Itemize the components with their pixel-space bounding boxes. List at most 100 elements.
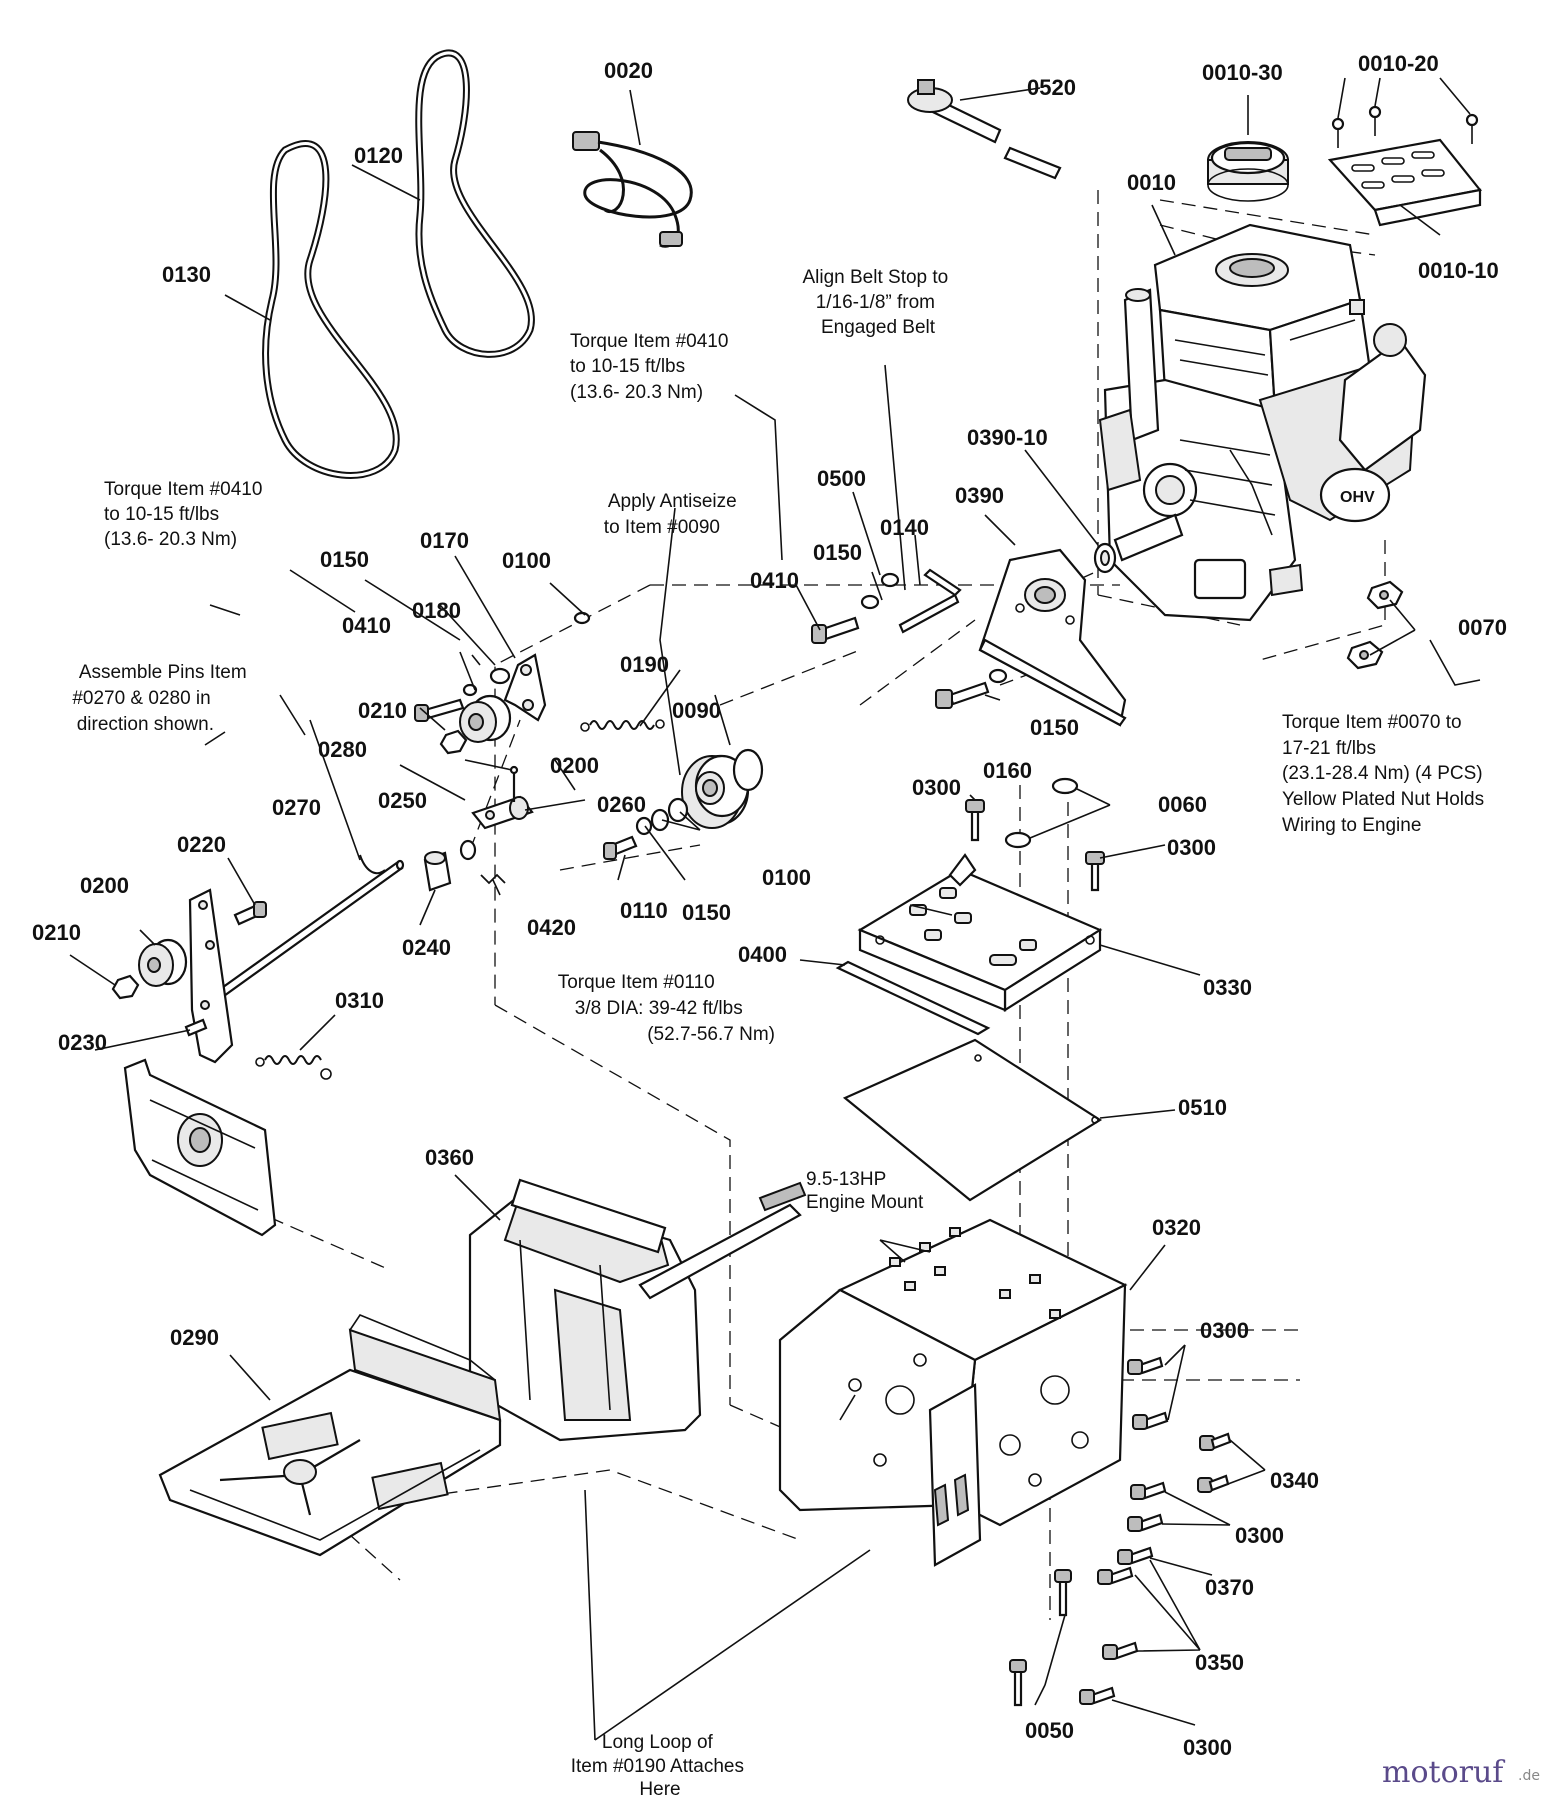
washers-0100-0150 <box>603 797 689 860</box>
belt-0130 <box>262 140 400 479</box>
assembly-lines <box>229 190 1386 1620</box>
part-label-0130: 0130 <box>162 262 211 287</box>
idler-bracket-0170 <box>503 611 591 722</box>
shaft-0270 <box>203 854 405 1008</box>
part-label-0150-left: 0150 <box>320 547 369 572</box>
note-torque-0110: Torque Item #0110 3/8 DIA: 39-42 ft/lbs … <box>558 972 775 1045</box>
part-label-0010-30: 0010-30 <box>1202 60 1283 85</box>
note-torque-0410-left: Torque Item #0410 to 10-15 ft/lbs (13.6-… <box>104 479 268 550</box>
part-label-0390-10: 0390-10 <box>967 425 1048 450</box>
part-label-0100-lower: 0100 <box>762 865 811 890</box>
part-label-0230: 0230 <box>58 1030 107 1055</box>
belt-stop-0140 <box>811 568 962 644</box>
drive-pulley-0090 <box>681 748 764 829</box>
part-label-0520: 0520 <box>1027 75 1076 100</box>
note-antiseize: Apply Antiseize to Item #0090 <box>604 491 742 538</box>
part-label-0100-upper: 0100 <box>502 548 551 573</box>
spring-0310 <box>255 1055 332 1080</box>
note-long-loop: Long Loop of Item #0190 Attaches Here <box>571 1732 750 1800</box>
bolts-0300-upper <box>965 799 1105 892</box>
part-label-0260: 0260 <box>597 792 646 817</box>
part-label-0300-upper: 0300 <box>912 775 961 800</box>
key-switch-0520 <box>907 79 1062 180</box>
part-label-0160: 0160 <box>983 758 1032 783</box>
part-label-0190: 0190 <box>620 652 669 677</box>
part-label-0110: 0110 <box>620 898 668 923</box>
engine-shaft-washers <box>1093 542 1117 574</box>
assembly-notes: Align Belt Stop to 1/16-1/8” from Engage… <box>72 267 1489 1800</box>
frame-fasteners <box>1009 1356 1232 1707</box>
part-label-0050: 0050 <box>1025 1718 1074 1743</box>
part-label-0090: 0090 <box>672 698 721 723</box>
part-label-0150-bracket: 0150 <box>1030 715 1079 740</box>
leader-lines <box>69 77 1481 1741</box>
part-label-0320: 0320 <box>1152 1215 1201 1240</box>
part-label-0210-upper: 0210 <box>358 698 407 723</box>
part-label-0390: 0390 <box>955 483 1004 508</box>
gasket-0510 <box>842 1038 1103 1202</box>
part-label-0210-lower: 0210 <box>32 920 81 945</box>
part-label-0510: 0510 <box>1178 1095 1227 1120</box>
part-label-0220: 0220 <box>177 832 226 857</box>
part-label-0200-upper: 0200 <box>550 753 599 778</box>
part-label-0060: 0060 <box>1158 792 1207 817</box>
part-label-0140: 0140 <box>880 515 929 540</box>
belt-0120 <box>415 49 535 358</box>
part-label-0010: 0010 <box>1127 170 1176 195</box>
part-label-0310: 0310 <box>335 988 384 1013</box>
part-label-0300-mid: 0300 <box>1235 1523 1284 1548</box>
part-label-0240: 0240 <box>402 935 451 960</box>
spring-0190 <box>580 719 665 732</box>
plate-0330 <box>857 853 1103 1012</box>
bar-0400 <box>835 960 991 1036</box>
part-label-0400: 0400 <box>738 942 787 967</box>
power-cord-0020 <box>572 131 693 248</box>
part-label-0410-left: 0410 <box>342 613 391 638</box>
pivot-assembly <box>423 765 534 892</box>
washers-0060 <box>1004 777 1079 849</box>
part-label-0150-upper: 0150 <box>813 540 862 565</box>
part-label-0340: 0340 <box>1270 1468 1319 1493</box>
watermark-suffix: .de <box>1518 1768 1540 1784</box>
part-label-0270: 0270 <box>272 795 321 820</box>
part-label-0280: 0280 <box>318 737 367 762</box>
part-label-0350: 0350 <box>1195 1650 1244 1675</box>
part-label-0370: 0370 <box>1205 1575 1254 1600</box>
part-label-0180: 0180 <box>412 598 461 623</box>
part-label-0170: 0170 <box>420 528 469 553</box>
part-label-0300-right: 0300 <box>1167 835 1216 860</box>
gear-plate <box>123 1058 277 1237</box>
part-label-0290: 0290 <box>170 1325 219 1350</box>
part-labels: 0020 0520 0010-30 0010-20 0120 0010 0130… <box>32 51 1507 1760</box>
engine-0010: OHV <box>1098 223 1427 622</box>
bolt-0160 <box>935 668 1008 709</box>
part-label-0410-upper: 0410 <box>750 568 799 593</box>
part-label-0300-frame: 0300 <box>1200 1318 1249 1343</box>
part-label-0360: 0360 <box>425 1145 474 1170</box>
part-label-0420: 0420 <box>527 915 576 940</box>
watermark-name: motoruf <box>1382 1755 1505 1790</box>
part-label-0300-bottom: 0300 <box>1183 1735 1232 1760</box>
part-label-0020: 0020 <box>604 58 653 83</box>
frame-0320 <box>778 1218 1128 1567</box>
shroud-0290 <box>158 1314 502 1557</box>
note-belt-stop: Align Belt Stop to 1/16-1/8” from Engage… <box>802 267 953 338</box>
part-label-0150-lower: 0150 <box>682 900 731 925</box>
part-label-0070: 0070 <box>1458 615 1507 640</box>
heat-shield-0010-10 <box>1327 105 1482 227</box>
housing-0360 <box>468 1178 807 1442</box>
idler-pulley-upper <box>414 667 512 755</box>
part-label-0200-lower: 0200 <box>80 873 129 898</box>
engine-nuts-0070 <box>1346 580 1404 670</box>
idler-pulley-lower <box>111 901 267 1000</box>
fuel-cap-0010-30 <box>1207 141 1289 202</box>
engine-bracket-0390 <box>978 548 1127 727</box>
part-label-0500: 0500 <box>817 466 866 491</box>
note-torque-0070: Torque Item #0070 to 17-21 ft/lbs (23.1-… <box>1282 712 1489 836</box>
note-engine-mount: 9.5-13HP Engine Mount <box>806 1169 924 1213</box>
engine-badge: OHV <box>1340 489 1375 506</box>
note-torque-0410-upper: Torque Item #0410 to 10-15 ft/lbs (13.6-… <box>570 331 734 403</box>
part-label-0330: 0330 <box>1203 975 1252 1000</box>
